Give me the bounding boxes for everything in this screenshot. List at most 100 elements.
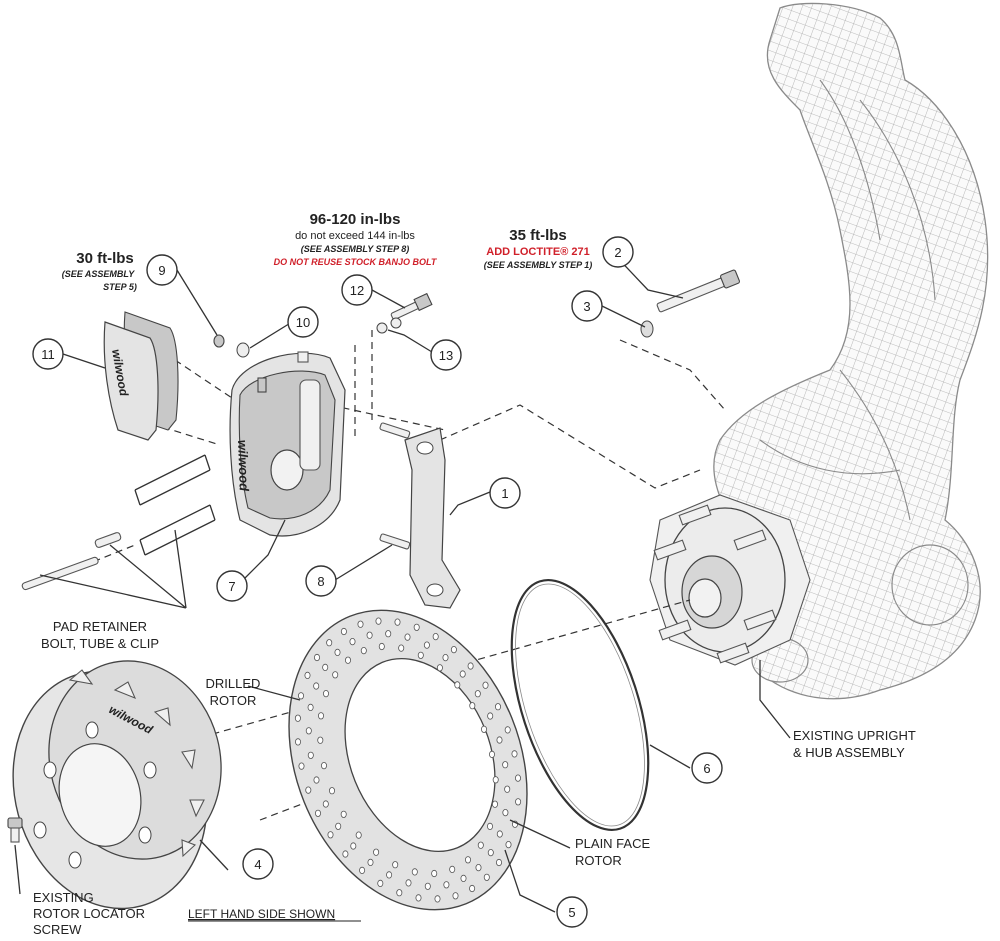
label-drilled-line2: ROTOR xyxy=(210,693,257,708)
rotor-drill-hole xyxy=(454,681,461,689)
rotor-drill-hole xyxy=(424,882,431,890)
rotor-drill-hole xyxy=(480,725,487,733)
rotor-drill-hole xyxy=(496,830,503,838)
rotor-drill-hole xyxy=(335,822,342,830)
svg-text:4: 4 xyxy=(254,857,261,872)
rotor-drill-hole xyxy=(483,873,490,881)
torque-35-value: 35 ft-lbs xyxy=(509,227,567,244)
rotor-drill-hole xyxy=(432,632,439,641)
rotor-drill-hole xyxy=(305,786,312,794)
rotor-drill-hole xyxy=(487,712,494,720)
label-left-hand-side-shown: LEFT HAND SIDE SHOWN xyxy=(188,907,335,921)
bracket-bolts-illustration xyxy=(379,422,411,550)
rotor-drill-hole xyxy=(375,617,382,625)
callout-11: 11 xyxy=(32,338,64,370)
callout-12: 12 xyxy=(341,274,373,306)
rotor-drill-hole xyxy=(442,653,449,662)
rotor-drill-hole xyxy=(469,884,476,893)
rotor-drill-hole xyxy=(313,682,320,690)
rotor-drill-hole xyxy=(360,646,367,655)
rotor-drill-hole xyxy=(482,681,489,689)
caliper-bracket-illustration xyxy=(404,427,461,609)
rotor-drill-hole xyxy=(340,627,347,636)
rotor-drill-hole xyxy=(328,787,335,795)
rotor-drill-hole xyxy=(357,620,364,628)
svg-text:7: 7 xyxy=(228,579,235,594)
rotor-drill-hole xyxy=(511,750,518,758)
torque-note-35: 35 ft-lbs ADD LOCTITE® 271 (SEE ASSEMBLY… xyxy=(484,227,593,270)
rotor-drill-hole xyxy=(344,656,351,664)
rotor-drill-hole xyxy=(294,714,301,722)
rotor-drill-hole xyxy=(359,866,366,875)
rotor-drill-hole xyxy=(304,671,311,680)
leader-lines xyxy=(14,251,791,913)
rotor-drill-hole xyxy=(317,736,324,744)
torque-30-note-line2: STEP 5) xyxy=(103,282,137,292)
svg-text:12: 12 xyxy=(350,283,364,298)
rotor-drill-hole xyxy=(491,800,498,808)
rotor-drill-hole xyxy=(436,664,443,672)
rotor-drill-hole xyxy=(504,785,511,793)
rotor-drill-hole xyxy=(502,761,509,769)
svg-text:3: 3 xyxy=(583,299,590,314)
rotor-drill-hole xyxy=(298,762,305,770)
svg-text:10: 10 xyxy=(296,315,310,330)
rotor-drill-hole xyxy=(386,871,393,879)
rotor-drill-hole xyxy=(349,637,356,646)
svg-text:6: 6 xyxy=(703,761,710,776)
rotor-drill-hole xyxy=(464,856,471,864)
rotor-drill-hole xyxy=(488,750,495,759)
callout-7: 7 xyxy=(216,570,248,602)
svg-text:11: 11 xyxy=(41,347,55,362)
rotor-drill-hole xyxy=(340,810,347,818)
torque-96-value: 96-120 in-lbs xyxy=(310,211,401,228)
rotor-drill-hole xyxy=(504,726,511,734)
caliper-brand-logo: wilwood xyxy=(235,440,252,493)
label-drilled-line1: DRILLED xyxy=(206,676,261,691)
rotor-drill-hole xyxy=(459,670,466,678)
rotor-drill-hole xyxy=(469,702,476,710)
rotor-drill-hole xyxy=(404,633,411,641)
label-locator-line2: ROTOR LOCATOR xyxy=(33,906,145,921)
torque-note-30: 30 ft-lbs (SEE ASSEMBLY STEP 5) xyxy=(62,250,137,292)
rotor-drill-hole xyxy=(492,776,499,784)
rotor-drill-hole xyxy=(475,863,482,872)
label-locator-line1: EXISTING xyxy=(33,890,94,905)
rotor-drill-hole xyxy=(342,850,349,858)
rotor-drill-hole xyxy=(367,858,374,867)
rotor-drill-hole xyxy=(373,848,380,856)
rotor-drill-hole xyxy=(327,831,334,839)
rotor-drill-hole xyxy=(385,630,392,638)
rotor-drill-hole xyxy=(486,822,493,831)
rotor-drill-hole xyxy=(452,892,459,900)
rotor-drill-hole xyxy=(334,648,341,657)
hub-assembly-illustration xyxy=(649,494,811,666)
drilled-rotor-illustration xyxy=(288,609,528,911)
label-upright-line1: EXISTING UPRIGHT xyxy=(793,728,916,743)
rotor-drill-hole xyxy=(431,869,438,878)
rotor-drill-hole xyxy=(322,689,329,698)
rotor-drill-hole xyxy=(350,842,357,850)
rotor-drill-hole xyxy=(396,889,403,897)
torque-30-note-line1: (SEE ASSEMBLY xyxy=(62,269,136,279)
callout-4: 4 xyxy=(242,848,274,880)
rotor-drill-hole xyxy=(394,618,401,626)
rotor-drill-hole xyxy=(332,671,339,679)
svg-text:9: 9 xyxy=(158,263,165,278)
rotor-drill-hole xyxy=(449,865,456,874)
rotor-drill-hole xyxy=(307,703,314,712)
rotor-drill-hole xyxy=(398,644,405,652)
rotor-drill-hole xyxy=(405,879,412,887)
callout-8: 8 xyxy=(305,565,337,597)
rotor-locator-screw-illustration xyxy=(7,817,23,843)
callout-13: 13 xyxy=(430,339,462,371)
rotor-drill-hole xyxy=(392,861,399,869)
rotor-drill-hole xyxy=(378,642,385,651)
rotor-drill-hole xyxy=(494,703,501,711)
torque-96-warning: DO NOT REUSE STOCK BANJO BOLT xyxy=(274,257,438,267)
rotor-drill-hole xyxy=(487,848,494,857)
rotor-drill-hole xyxy=(317,712,324,720)
rotor-drill-hole xyxy=(505,840,512,849)
rotor-drill-hole xyxy=(355,831,362,839)
brake-pad-illustration: wilwood xyxy=(103,311,179,441)
